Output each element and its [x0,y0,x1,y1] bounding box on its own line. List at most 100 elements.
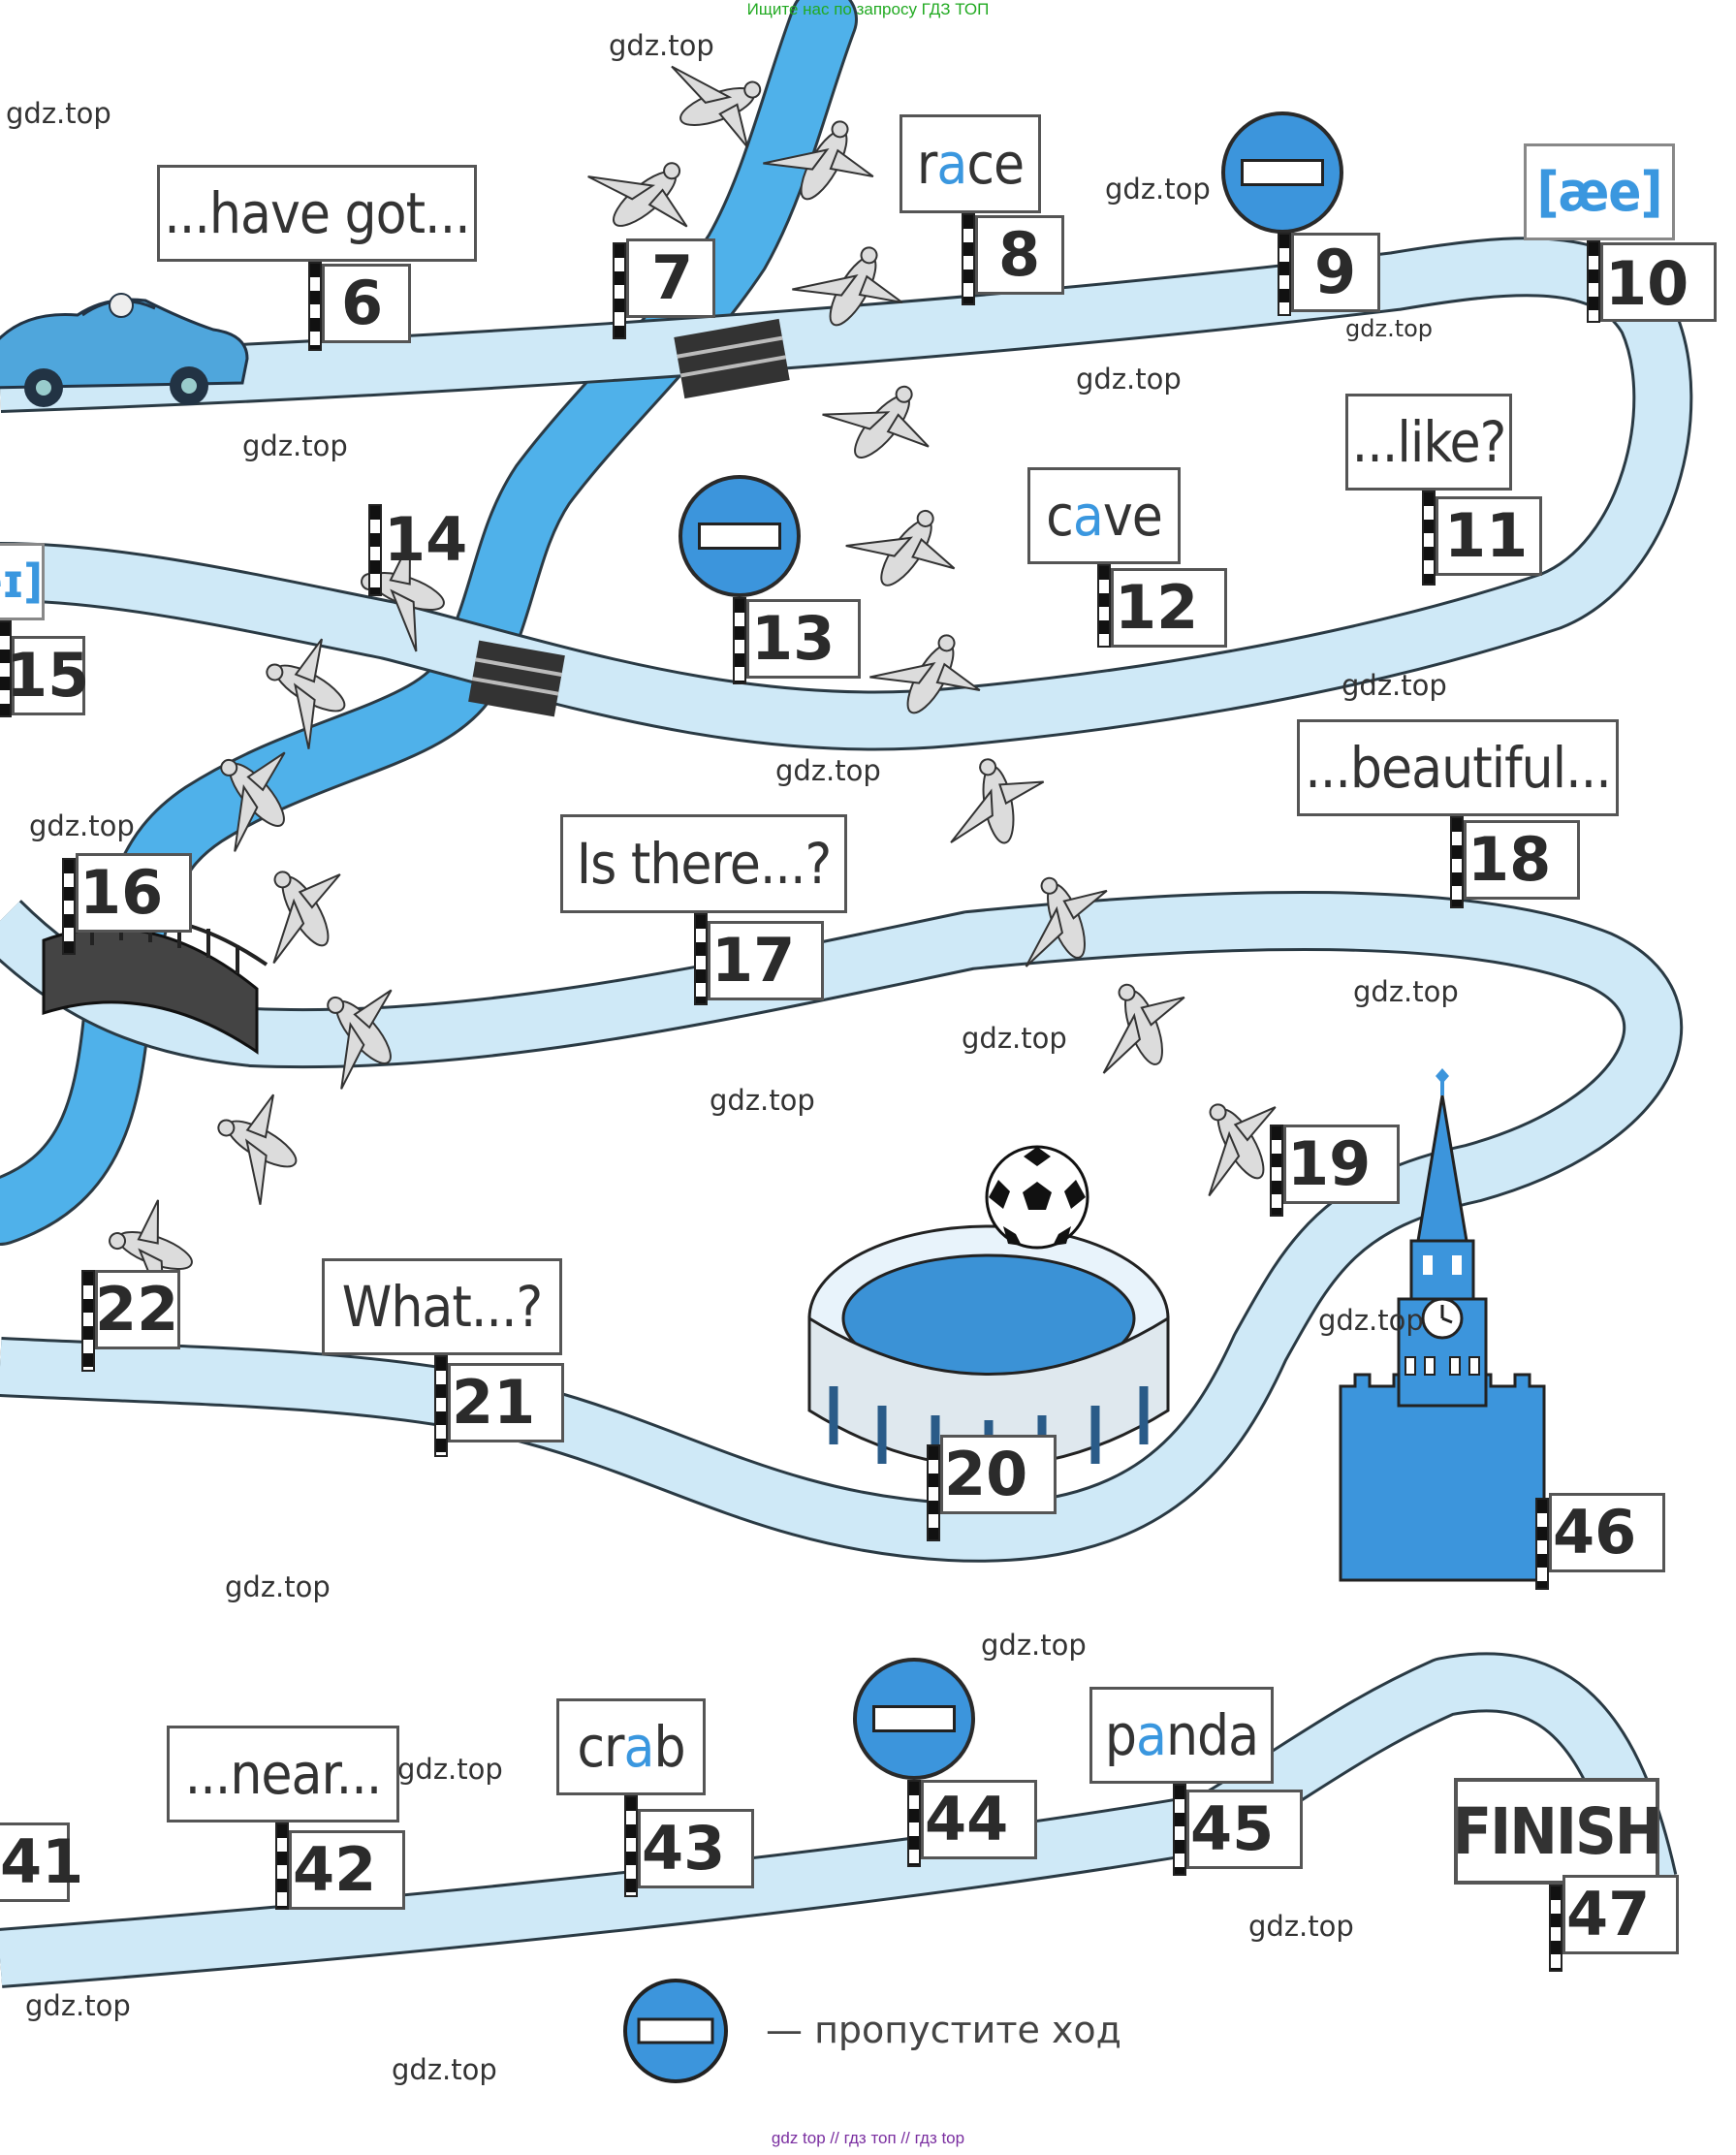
step-44: 44 [925,1784,1009,1854]
sign-have-got: ...have got... [157,165,477,262]
sign-is-there: Is there...? [560,814,847,913]
duck-icon [869,634,981,714]
step-22: 22 [95,1274,179,1345]
duck-icon [217,1093,298,1205]
post-10 [1587,240,1600,323]
crossing-stripes [468,318,790,717]
post-21 [434,1355,448,1457]
post-13 [733,597,746,684]
sign-race-b: ce [966,131,1025,197]
watermark: gdz.top [1345,315,1434,342]
post-20 [927,1444,940,1541]
numbox-9 [1291,233,1380,312]
watermark: gdz.top [609,29,714,62]
sign-cave-hl: a [1072,483,1104,549]
step-12: 12 [1115,572,1199,643]
step-20: 20 [944,1439,1028,1509]
numbox-12 [1111,568,1227,648]
stop-sign-bar [698,523,781,550]
sign-race-hl: a [936,131,967,197]
watermark: gdz.top [25,1989,131,2022]
sign-panda-b: nda [1165,1702,1259,1768]
post-14 [368,504,382,596]
step-15: 15 [6,640,90,711]
watermark: gdz.top [392,2053,497,2086]
duck-icon [1208,1103,1277,1197]
numbox-22 [95,1270,180,1349]
duck-icon [822,385,930,459]
sign-ae-phonetic: [æe] [1524,143,1675,240]
post-11 [1422,491,1436,586]
sign-panda-a: p [1104,1702,1137,1768]
stop-sign-bar [1241,159,1324,186]
watermark: gdz.top [775,754,881,787]
numbox-11 [1436,496,1542,576]
step-43: 43 [642,1813,726,1884]
duck-icon [272,871,341,965]
numbox-44 [921,1780,1037,1859]
post-16 [62,858,76,955]
step-42: 42 [293,1834,377,1905]
numbox-41 [0,1822,70,1902]
watermark: gdz.top [1105,173,1211,206]
numbox-45 [1186,1790,1303,1869]
car-icon [0,293,249,407]
stop-sign-icon [853,1658,975,1780]
stop-sign-icon [1221,111,1343,234]
step-16: 16 [79,857,164,928]
watermark: gdz.top [1076,363,1182,396]
duck-icon [327,989,393,1090]
step-45: 45 [1190,1793,1275,1864]
kremlin-tower-icon [1339,1068,1546,1582]
duck-icon [220,751,286,852]
post-44 [907,1780,921,1867]
step-11: 11 [1444,500,1529,571]
numbox-6 [322,264,411,343]
step-7: 7 [651,242,694,313]
watermark: gdz.top [242,429,348,462]
post-46 [1535,1498,1549,1590]
sign-ei-phonetic: eɪ] [0,543,45,620]
footer-banner: gdz top // гдз топ // гдз top [771,2129,965,2147]
watermark: gdz.top [225,1570,331,1603]
watermark: gdz.top [1353,975,1459,1008]
step-47: 47 [1566,1879,1651,1949]
post-7 [613,242,626,339]
duck-icon [587,162,688,228]
stop-sign-icon [679,475,801,597]
sign-near: ...near... [167,1726,399,1822]
sign-crab-a: cr [577,1714,624,1780]
numbox-19 [1283,1125,1400,1204]
post-43 [624,1795,638,1897]
football-icon [985,1145,1089,1250]
post-19 [1270,1125,1283,1217]
watermark: gdz.top [981,1629,1087,1662]
step-46: 46 [1553,1497,1637,1568]
step-19: 19 [1287,1128,1372,1199]
numbox-7 [626,238,715,318]
step-41: 41 [0,1826,84,1897]
numbox-16 [76,853,192,933]
watermark: gdz.top [962,1022,1067,1055]
road [0,237,1693,1988]
numbox-17 [708,921,824,1000]
post-9 [1278,233,1291,316]
post-42 [275,1822,289,1910]
numbox-42 [289,1830,405,1910]
watermark: gdz.top [397,1753,503,1786]
step-9: 9 [1314,237,1357,307]
post-47 [1549,1885,1562,1972]
numbox-21 [448,1363,564,1442]
watermark: gdz.top [710,1084,815,1117]
sign-panda-hl: a [1135,1702,1167,1768]
step-6: 6 [341,268,384,338]
sign-beautiful: ...beautiful... [1297,719,1619,816]
watermark: gdz.top [1248,1910,1354,1943]
step-10: 10 [1605,248,1689,319]
sign-race-a: r [916,131,937,197]
watermark: gdz.top [1341,669,1447,702]
numbox-15 [12,636,85,715]
